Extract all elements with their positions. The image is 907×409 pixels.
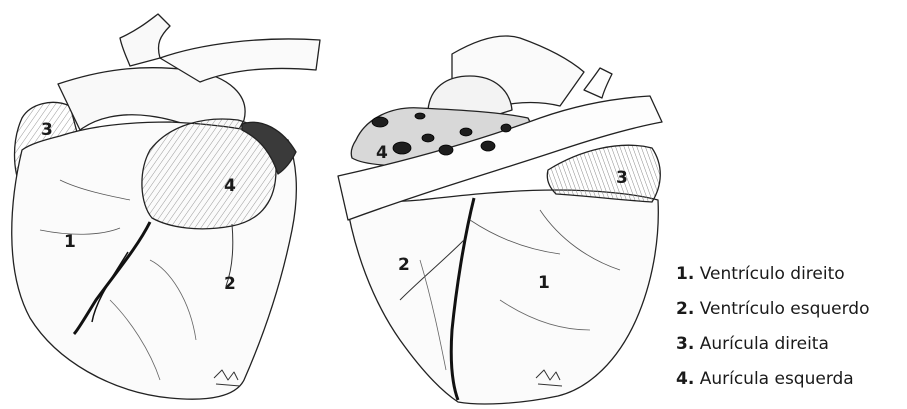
legend: 1. Ventrículo direito 2. Ventrículo esqu…	[676, 262, 904, 402]
left-label-2: 2	[224, 274, 236, 294]
right-vessel-upper-branch	[584, 68, 612, 98]
legend-number: 2.	[676, 299, 694, 319]
right-label-2: 2	[398, 255, 410, 275]
legend-number: 3.	[676, 334, 694, 354]
legend-label: Aurícula direita	[700, 334, 829, 354]
left-label-3: 3	[41, 120, 53, 140]
right-right-atrium	[547, 145, 660, 202]
right-label-4: 4	[376, 143, 388, 163]
legend-item-4: 4. Aurícula esquerda	[676, 367, 904, 402]
legend-label: Ventrículo esquerdo	[700, 299, 870, 319]
left-label-4: 4	[224, 176, 236, 196]
right-heart-drawing	[338, 36, 662, 404]
left-heart-drawing	[12, 14, 320, 399]
legend-label: Aurícula esquerda	[700, 369, 854, 389]
legend-label: Ventrículo direito	[700, 264, 845, 284]
legend-item-1: 1. Ventrículo direito	[676, 262, 904, 297]
right-heart-body	[346, 190, 658, 404]
legend-number: 1.	[676, 264, 694, 284]
legend-item-2: 2. Ventrículo esquerdo	[676, 297, 904, 332]
right-label-1: 1	[538, 273, 550, 293]
left-label-1: 1	[64, 232, 76, 252]
right-label-3: 3	[616, 168, 628, 188]
legend-item-3: 3. Aurícula direita	[676, 332, 904, 367]
legend-number: 4.	[676, 369, 694, 389]
